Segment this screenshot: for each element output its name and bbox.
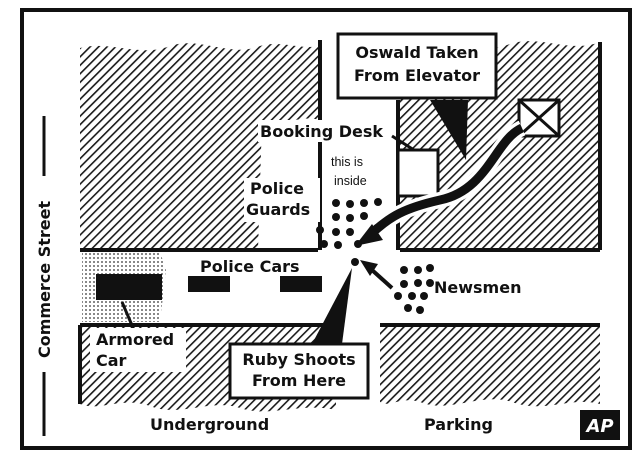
police-guards-dots: [316, 198, 382, 266]
commerce-street-label: Commerce Street: [35, 201, 54, 358]
police-guards-label-line1: Police: [250, 179, 304, 198]
ruby-callout-line2: From Here: [252, 371, 346, 390]
oswald-path-arrowhead: [355, 224, 383, 246]
armored-car-shape: [96, 274, 162, 300]
armored-pointer: [120, 301, 136, 331]
lower-right-hatch-area: [380, 325, 600, 407]
ruby-callout-line1: Ruby Shoots: [242, 350, 355, 369]
underground-label: Underground: [150, 415, 269, 434]
booking-desk-box: [396, 148, 440, 198]
newsmen-arrow: [370, 268, 394, 290]
upper-left-hatch-area: [80, 43, 320, 251]
elevator-box-icon: [517, 98, 561, 138]
police-guards-label-line2: Guards: [246, 200, 310, 219]
newsmen-dots: [394, 264, 434, 314]
oswald-callout-line1: Oswald Taken: [355, 43, 478, 62]
police-car-shape: [280, 276, 322, 292]
police-car-shape: [188, 276, 230, 292]
ruby-pointer: [312, 268, 352, 344]
booking-desk-label: Booking Desk: [260, 122, 383, 141]
ruby-callout-box: [228, 342, 370, 400]
svg-text:AP: AP: [584, 416, 613, 437]
parking-label: Parking: [424, 415, 493, 434]
inside-note-line1: this is: [331, 155, 363, 169]
oswald-callout-box: [336, 32, 498, 100]
newsmen-label: Newsmen: [434, 278, 521, 297]
oswald-pointer: [430, 100, 468, 160]
armored-car-label-line2: Car: [96, 351, 127, 370]
inside-note-line2: inside: [334, 174, 367, 188]
police-cars-label: Police Cars: [200, 257, 300, 276]
oswald-callout-line2: From Elevator: [354, 66, 480, 85]
armored-car-label-line1: Armored: [96, 330, 174, 349]
ap-logo-icon: AP: [580, 410, 620, 440]
